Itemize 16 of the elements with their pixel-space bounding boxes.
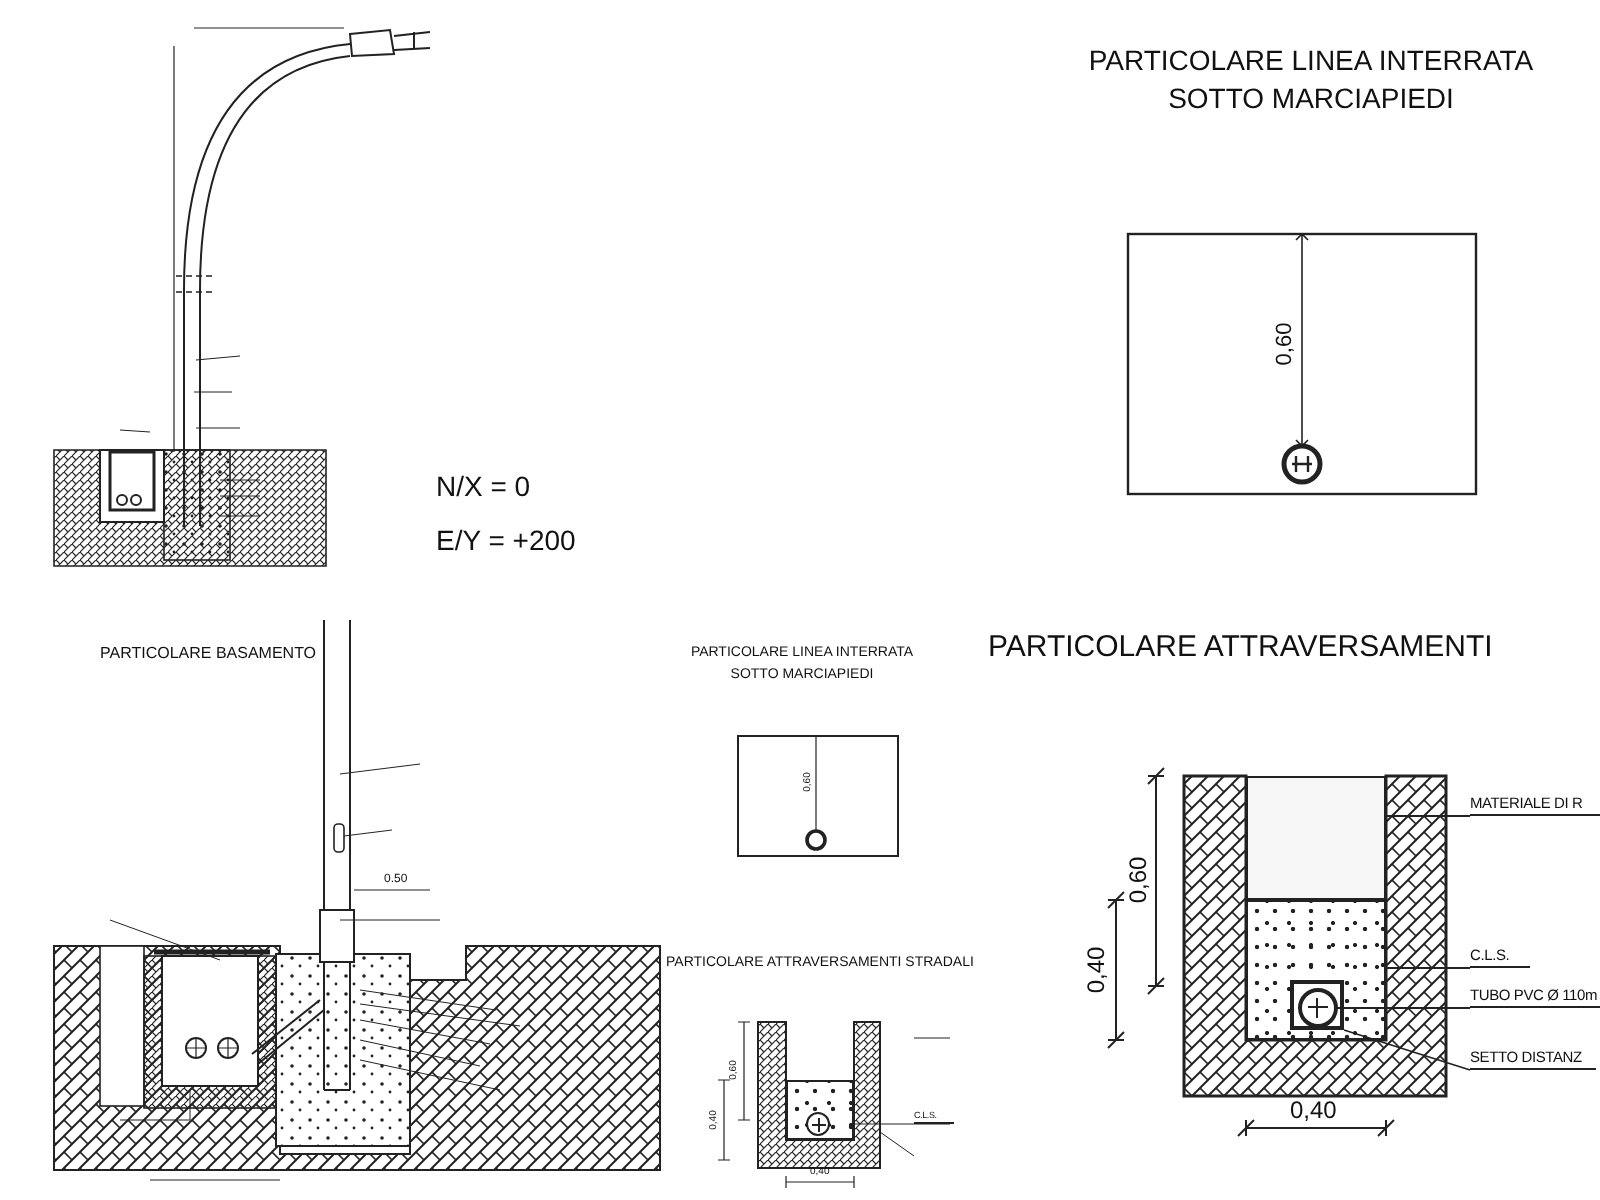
leader-line: [853, 1123, 915, 1125]
section-title: PARTICOLARE BASAMENTO: [100, 644, 317, 664]
section-title: PARTICOLARE ATTRAVERSAMENTI: [988, 630, 1493, 666]
concrete-fill: [1246, 900, 1386, 1040]
dimension-value: 0,40: [1290, 1096, 1337, 1125]
leader-line: [1336, 1007, 1471, 1009]
coordinate-text: N/X = 0: [436, 470, 531, 504]
concrete-fill: [786, 1080, 854, 1140]
leader-line: [1385, 815, 1471, 817]
backfill-area: [1246, 776, 1386, 900]
dimension-value: 0,40: [1081, 946, 1111, 994]
dimension-value: 0,60: [1272, 322, 1299, 366]
dimension-value: 0,60: [1123, 856, 1153, 904]
coordinate-text: E/Y = +200: [436, 524, 576, 558]
leader-line: [1385, 967, 1471, 969]
section-title: PARTICOLARE LINEA INTERRATA SOTTO MARCIAPIEDI: [1086, 42, 1536, 118]
